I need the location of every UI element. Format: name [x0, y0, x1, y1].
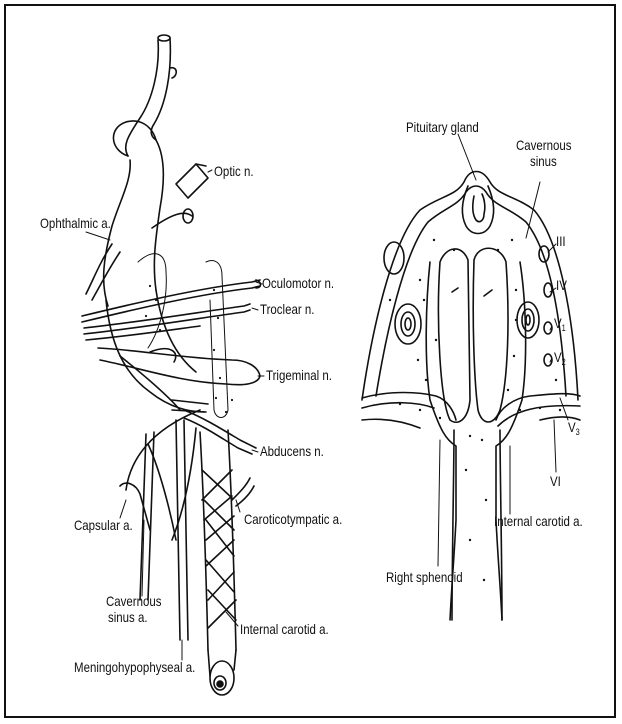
label-pituitary-gland: Pituitary gland	[406, 120, 479, 135]
label-cavernous-sinus-line1: Cavernous	[516, 138, 572, 153]
carotid-sections	[384, 242, 539, 344]
label-nerve-V1: V1	[554, 316, 566, 336]
label-oculomotor-nerve: Oculomotor n.	[262, 276, 334, 291]
tissue-dots	[389, 239, 561, 581]
internal-carotid-lower	[200, 430, 236, 695]
label-cavernous-sinus-artery-line2: sinus a.	[108, 610, 148, 625]
oculomotor-nerve-shape	[82, 280, 261, 322]
optic-nerve-shape	[176, 164, 208, 198]
label-abducens-nerve: Abducens n.	[260, 444, 324, 459]
label-ophthalmic-artery: Ophthalmic a.	[40, 216, 111, 231]
label-nerve-III: III	[556, 234, 566, 249]
sphenoid-body	[426, 248, 525, 620]
label-internal-carotid-artery-right: Internal carotid a.	[494, 514, 583, 529]
label-cavernous-sinus-line2: sinus	[530, 154, 557, 169]
label-caroticotympatic-artery: Caroticotympatic a.	[244, 512, 342, 527]
carotid-siphon	[104, 35, 204, 412]
leader-lines	[438, 134, 568, 566]
label-nerve-V2: V2	[554, 350, 566, 370]
label-cavernous-sinus-artery-line1: Cavernous	[106, 594, 162, 609]
label-internal-carotid-artery-left: Internal carotid a.	[240, 622, 329, 637]
label-troclear-nerve: Troclear n.	[260, 302, 314, 317]
label-capsular-artery: Capsular a.	[74, 518, 133, 533]
label-nerve-IV: IV	[556, 278, 567, 293]
pituitary-gland-shape	[462, 186, 493, 234]
label-trigeminal-nerve: Trigeminal n.	[266, 368, 332, 383]
label-meningohypophyseal-artery: Meningohypophyseal a.	[74, 660, 195, 675]
right-coronal-view	[362, 134, 580, 620]
label-nerve-VI: VI	[550, 474, 561, 489]
sphenoid-floor	[362, 393, 580, 621]
left-leader-lines	[86, 170, 264, 660]
label-nerve-V3: V3	[568, 420, 580, 440]
label-right-sphenoid: Right sphenoid	[386, 570, 463, 585]
label-optic-nerve: Optic n.	[214, 164, 254, 179]
caroticotympanic-shape	[232, 478, 254, 506]
